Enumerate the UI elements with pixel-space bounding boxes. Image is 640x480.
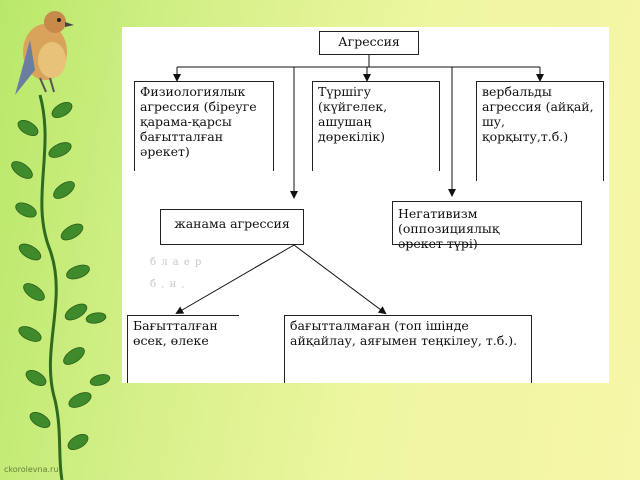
faint-text-1: б л а е р bbox=[150, 257, 203, 268]
faint-text-2: б , н , bbox=[150, 279, 186, 290]
connector-lines bbox=[173, 55, 544, 315]
verbal-aggression-box: вербальды агрессия (айқай, шу, қорқыту,т… bbox=[476, 81, 604, 181]
indirect-aggression-box: жанама агрессия bbox=[160, 209, 304, 245]
root-box: Агрессия bbox=[319, 31, 419, 55]
physiological-aggression-box: Физиологиялык агрессия (біреуге қарама-қ… bbox=[134, 81, 274, 171]
irritability-box: Түршігу (күйгелек, ашушаң дөрекілік) bbox=[312, 81, 440, 171]
bird-icon bbox=[15, 11, 74, 95]
negativism-box: Негативизм (оппозициялық әрекет түрі) bbox=[392, 201, 582, 251]
vine-icon bbox=[11, 11, 111, 480]
directed-gossip-box: Бағытталған өсек, өлеке bbox=[127, 315, 239, 383]
diagram-panel: Агрессия Физиологиялык агрессия (біреуге… bbox=[122, 27, 609, 383]
undirected-box: бағытталмаған (топ ішінде айқайлау, аяғы… bbox=[284, 315, 532, 383]
watermark-text: ckorolevna.ru bbox=[4, 465, 59, 474]
